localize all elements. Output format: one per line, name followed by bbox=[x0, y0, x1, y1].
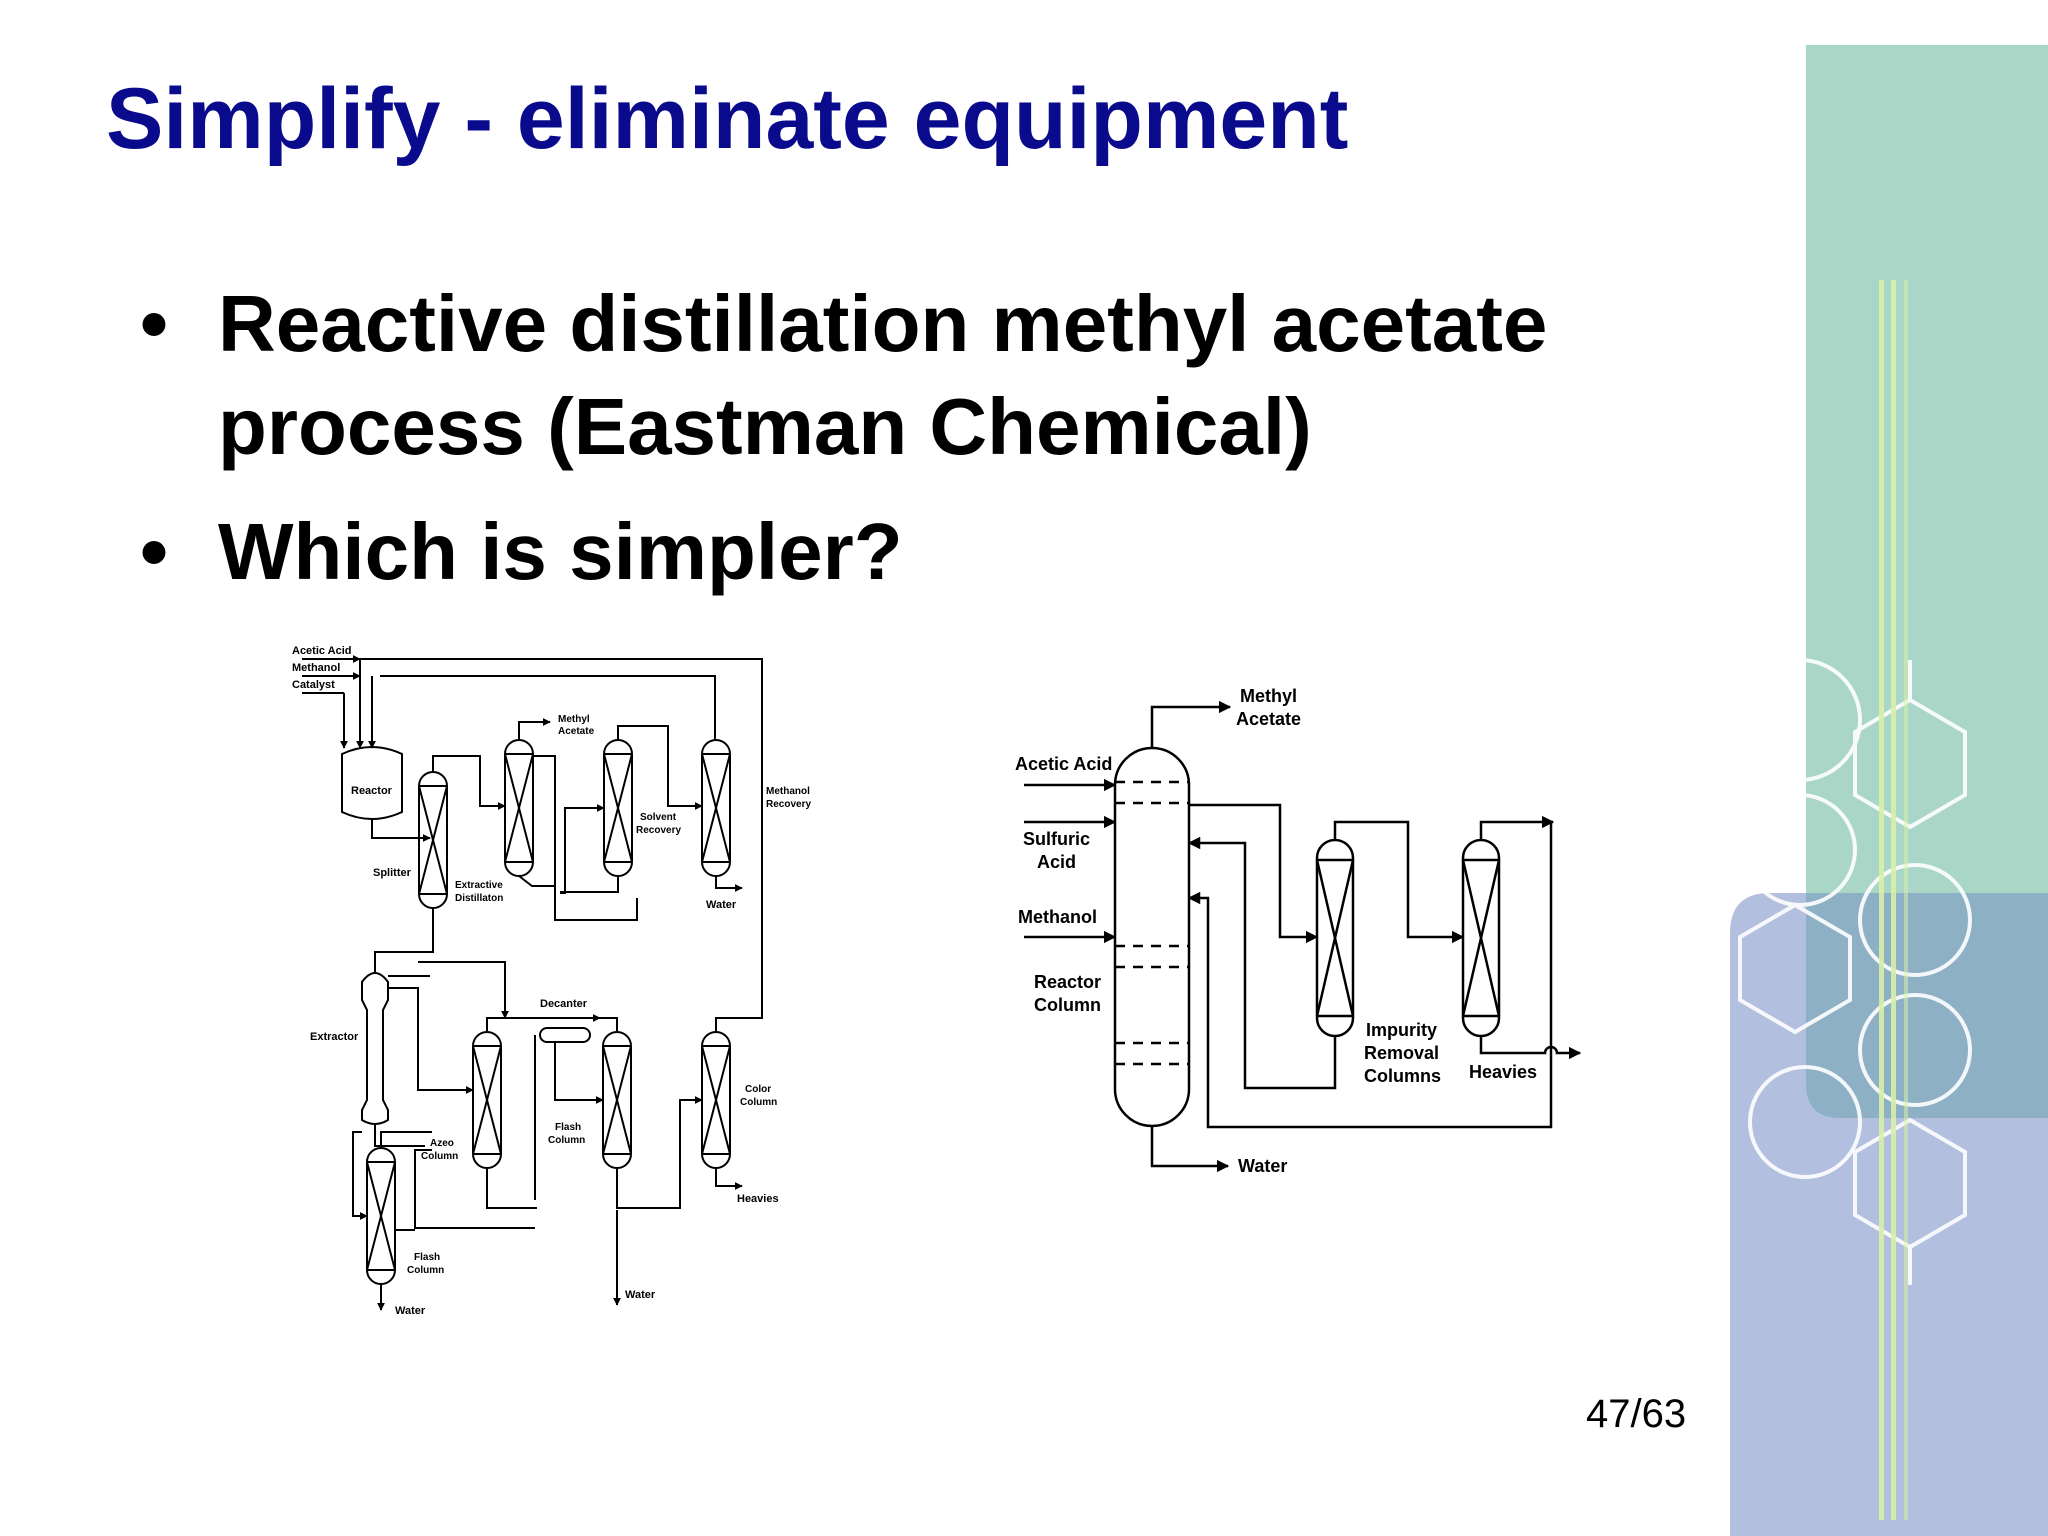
dotted-texture bbox=[1879, 280, 1908, 1520]
label-methanol-rec-line2: Recovery bbox=[766, 799, 811, 810]
label-extractor: Extractor bbox=[310, 1031, 359, 1043]
label-flash-mid-line1: Flash bbox=[555, 1122, 581, 1133]
conventional-process-diagram bbox=[302, 655, 763, 1311]
label-sa-line1: Sulfuric bbox=[1023, 829, 1090, 849]
bullet-text: Which is simpler? bbox=[218, 507, 903, 596]
label-color-line1: Color bbox=[745, 1084, 771, 1095]
label-heavies-small: Heavies bbox=[737, 1193, 779, 1205]
label-decanter: Decanter bbox=[540, 998, 588, 1010]
label-reactor: Reactor bbox=[351, 785, 393, 797]
label-extractive-line1: Extractive bbox=[455, 880, 503, 891]
label-acetic-acid-feed: Acetic Acid bbox=[292, 645, 352, 657]
label-azeo-line2: Column bbox=[421, 1151, 458, 1162]
label-methanol-rec-line1: Methanol bbox=[766, 786, 810, 797]
label-ir-line2: Removal bbox=[1364, 1043, 1439, 1063]
label-azeo-line1: Azeo bbox=[430, 1138, 454, 1149]
bullet-item: • Reactive distillation methyl acetate pr… bbox=[140, 272, 1700, 478]
label-methyl-line2: Acetate bbox=[558, 726, 595, 737]
label-heavies: Heavies bbox=[1469, 1062, 1537, 1082]
label-water-mid: Water bbox=[625, 1289, 656, 1301]
page-number: 47/63 bbox=[1586, 1392, 1687, 1436]
bullet-list: • Reactive distillation methyl acetate pr… bbox=[140, 272, 1700, 625]
label-ma-line2: Acetate bbox=[1236, 709, 1301, 729]
label-water: Water bbox=[1238, 1156, 1287, 1176]
label-water-low: Water bbox=[395, 1305, 426, 1317]
label-methanol: Methanol bbox=[1018, 907, 1097, 927]
reactor-vessel bbox=[341, 746, 403, 820]
bullet-dot: • bbox=[140, 507, 169, 596]
hexagon-circle-pattern bbox=[1738, 658, 1972, 1285]
label-rc-line1: Reactor bbox=[1034, 972, 1101, 992]
label-rc-line2: Column bbox=[1034, 995, 1101, 1015]
label-sa-line2: Acid bbox=[1037, 852, 1076, 872]
bullet-dot: • bbox=[140, 279, 169, 368]
label-ma-line1: Methyl bbox=[1240, 686, 1297, 706]
label-ir-line1: Impurity bbox=[1366, 1020, 1437, 1040]
label-flash-low-line1: Flash bbox=[414, 1252, 440, 1263]
label-extractive-line2: Distillaton bbox=[455, 893, 503, 904]
extractor-vessel bbox=[361, 972, 389, 1125]
label-splitter: Splitter bbox=[373, 867, 412, 879]
bullet-item: • Which is simpler? bbox=[140, 500, 1700, 603]
label-color-line2: Column bbox=[740, 1097, 777, 1108]
label-methyl-line1: Methyl bbox=[558, 714, 590, 725]
label-acetic-acid: Acetic Acid bbox=[1015, 754, 1112, 774]
label-solvent-line1: Solvent bbox=[640, 812, 677, 823]
slide-title: Simplify - eliminate equipment bbox=[106, 71, 1349, 167]
bullet-text: Reactive distillation methyl acetate pro… bbox=[218, 279, 1548, 471]
label-ir-line3: Columns bbox=[1364, 1066, 1441, 1086]
label-solvent-line2: Recovery bbox=[636, 825, 681, 836]
reactor-column-vessel bbox=[1113, 746, 1191, 1128]
label-catalyst-feed: Catalyst bbox=[292, 679, 335, 691]
label-flash-mid-line2: Column bbox=[548, 1135, 585, 1146]
label-flash-low-line2: Column bbox=[407, 1265, 444, 1276]
decanter-vessel bbox=[539, 1027, 591, 1043]
overlap-panel bbox=[1770, 893, 2048, 1118]
label-methanol-feed: Methanol bbox=[292, 662, 340, 674]
label-water-top: Water bbox=[706, 899, 737, 911]
reactive-distillation-diagram bbox=[1024, 700, 1582, 1173]
teal-panel bbox=[1806, 45, 2048, 1118]
